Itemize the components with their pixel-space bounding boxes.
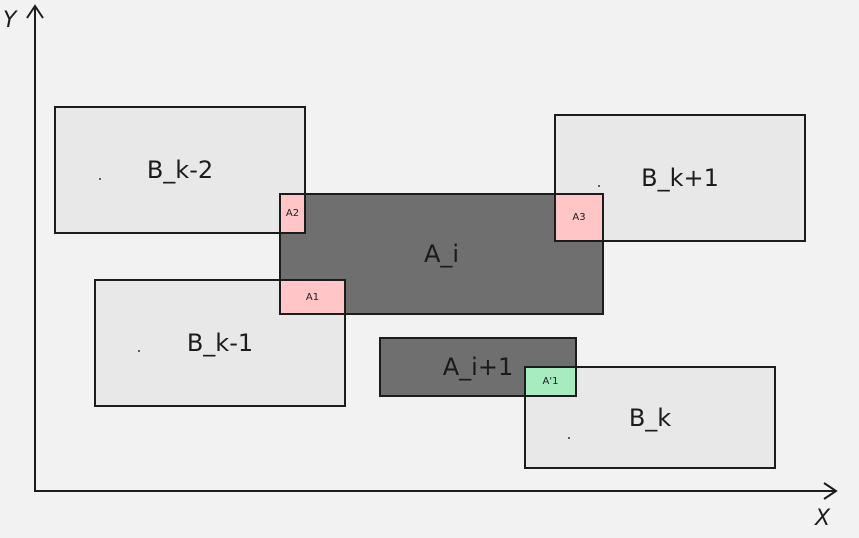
x-axis-label: X — [815, 506, 831, 531]
overlap-a-prime-1: A'1 — [524, 366, 577, 397]
rect-b-k-plus-1: B_k+1 — [554, 114, 806, 242]
rect-b-k-minus-2-label: B_k-2 — [146, 156, 214, 184]
rect-b-k-minus-1-label: B_k-1 — [186, 329, 254, 357]
overlap-a2: A2 — [279, 193, 306, 234]
center-dot — [99, 178, 101, 180]
center-dot — [568, 437, 570, 439]
y-axis-arrow — [26, 4, 44, 19]
overlap-a1-label: A1 — [305, 291, 320, 303]
rect-b-k-minus-2: B_k-2 — [54, 106, 306, 234]
overlap-a1: A1 — [279, 279, 346, 315]
center-dot — [138, 350, 140, 352]
rect-a-i-label: A_i — [423, 240, 460, 268]
overlap-a-prime-1-label: A'1 — [542, 376, 559, 387]
overlap-a2-label: A2 — [285, 208, 300, 219]
rect-b-k-label: B_k — [628, 403, 672, 432]
overlap-a3: A3 — [554, 193, 604, 242]
center-dot — [598, 185, 600, 187]
rect-a-i-plus-1-label: A_i+1 — [442, 353, 514, 381]
x-axis-arrow — [823, 482, 838, 500]
rect-b-k-plus-1-label: B_k+1 — [641, 164, 719, 192]
overlap-a3-label: A3 — [572, 212, 586, 223]
y-axis-label: Y — [3, 8, 17, 33]
